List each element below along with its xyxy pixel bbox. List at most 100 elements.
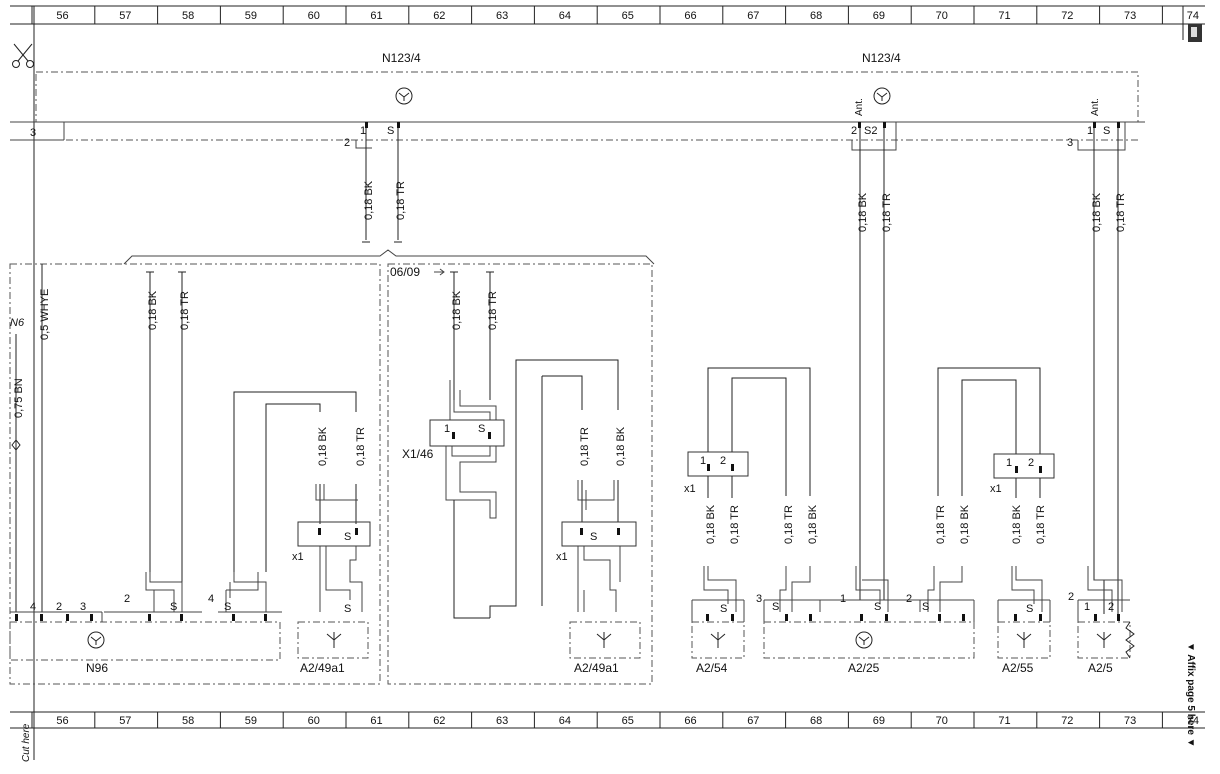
pin-label: S [224,601,231,613]
a2-49a1-left-label: A2/49a1 [300,661,345,675]
pin-label: S [874,601,881,613]
connector-label: x1 [684,483,696,495]
group-brace [123,249,655,265]
antenna-icon [873,87,891,105]
scissors-icon [12,43,34,68]
wire-label: 0,18 TR [1035,505,1047,544]
wire-label: 0,18 BK [959,504,971,544]
n123-label-left: N123/4 [382,51,421,65]
ruler-number: 56 [56,10,68,22]
pin-label: 1 [360,125,366,137]
ruler-number: 72 [1061,715,1073,727]
pin-label: S [344,603,351,615]
ruler-number: 57 [119,715,131,727]
wire-label: 0,18 TR [395,181,407,220]
pin-label: S [720,603,727,615]
wire-label: 0,18 BK [807,504,819,544]
wire-label: 0,18 BK [1091,192,1103,232]
ant-label-1: Ant. [854,98,865,116]
page-icon [1188,24,1202,42]
ruler-number: 73 [1124,10,1136,22]
ruler-number: 64 [559,715,571,727]
wire-label: 0,18 BK [317,426,329,466]
x1-46-label: X1/46 [402,447,434,461]
pin-label: 1 [700,455,706,467]
n123-module: N123/4 N123/4 Ant. Ant. 3 1 S 2 2 S2 1 S… [10,51,1145,151]
pin-label: 2 [1028,457,1034,469]
wire-label: 0,75 BN [13,378,25,418]
date-ref: 06/09 [390,265,420,279]
cut-here-label: Cut here [21,723,32,762]
pin-label: 2 [906,593,912,605]
pin-label: 1 [444,423,450,435]
ruler-number: 64 [559,10,571,22]
pin-label: S [1103,125,1110,137]
n123-label-right: N123/4 [862,51,901,65]
wire-label: 0,18 TR [1115,193,1127,232]
pin-label: S [478,423,485,435]
ruler-number: 71 [998,10,1010,22]
pin-label: 1 [1084,601,1090,613]
pin-label: 2 [720,455,726,467]
ruler-number: 59 [245,10,257,22]
connector-label: x1 [556,551,568,563]
ruler-number: 73 [1124,715,1136,727]
ref-label: N6 [10,317,25,329]
n96-label: N96 [86,661,108,675]
wire-label: 0,18 TR [729,505,741,544]
ruler-number: 61 [370,10,382,22]
ruler-number: 65 [622,715,634,727]
wire-label: 0,18 TR [783,505,795,544]
affix-page-label: ▼ Affix page 5 here ▼ [1185,642,1196,748]
pin-label: 2 [851,125,857,137]
wires-n123-right: 0,18 BK 0,18 TR 0,18 BK 0,18 TR [857,128,1127,614]
pin-label: S2 [864,125,877,137]
ruler-number: 74 [1187,715,1199,727]
pin-label: 3 [756,593,762,605]
ant-label-2: Ant. [1090,98,1101,116]
connector-label: x1 [990,483,1002,495]
wire-label: 0,18 BK [705,504,717,544]
wire-label: 0,18 TR [487,291,499,330]
pin-label: 3 [1067,137,1073,149]
ruler-number: 72 [1061,10,1073,22]
wire-label: 0,18 BK [857,192,869,232]
antenna-icon [855,631,873,649]
wire-label: 0,18 BK [1011,504,1023,544]
ruler-number: 70 [936,10,948,22]
wire-label: 0,18 TR [355,427,367,466]
ruler-number: 60 [308,10,320,22]
pin-label: S [590,531,597,543]
pin-label: S [922,601,929,613]
pin-label: 2 [344,137,350,149]
ruler-number: 60 [308,715,320,727]
wires-n123-left: 0,18 BK 0,18 TR [362,128,407,243]
wire-label: 0,18 BK [147,290,159,330]
ruler-number: 68 [810,715,822,727]
pin-label: 1 [1087,125,1093,137]
connector-label: x1 [292,551,304,563]
a2-49a1-right-label: A2/49a1 [574,661,619,675]
wire-label: 0,18 TR [935,505,947,544]
ruler-number: 58 [182,715,194,727]
wire-label: 0,18 BK [451,290,463,330]
antenna-icon [395,87,413,105]
ruler-number: 56 [56,715,68,727]
ruler-number: 65 [622,10,634,22]
pin-label: 4 [208,593,214,605]
pin-label: 4 [30,601,36,613]
ruler-number: 69 [873,715,885,727]
ruler-number: 59 [245,715,257,727]
a2-25-label: A2/25 [848,661,880,675]
middle-section: 06/09 0,18 BK 0,18 TR 1 S X1/46 0,18 TR … [387,263,653,685]
a2-55-label: A2/55 [1002,661,1034,675]
pin-label: S [772,601,779,613]
pin-label: 2 [56,601,62,613]
wire-label: 0,18 BK [363,180,375,220]
wire-label: 0,18 TR [881,193,893,232]
ruler-number: 70 [936,715,948,727]
antenna-icon [87,631,105,649]
